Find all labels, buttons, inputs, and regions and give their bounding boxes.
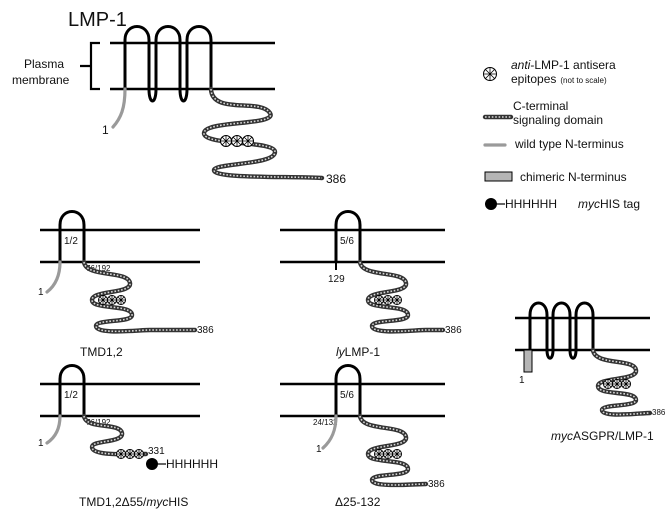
- legend-cterm-line2: signaling domain: [513, 113, 603, 127]
- construct-name: TMD1,2: [80, 345, 123, 359]
- construct-d25-132: 5/6 24/132 1 386 Δ25-132: [280, 364, 445, 509]
- wt-n-terminus: [111, 87, 127, 129]
- construct-name: Δ25-132: [335, 495, 381, 509]
- end-label: 386: [652, 408, 666, 417]
- chimeric-nterm-legend-icon: [484, 171, 513, 182]
- construct-tmd12-d55-mychis: 1/2 1 76/192 331 HHHHHH TMD1,2Δ55/mycHIS: [38, 364, 218, 509]
- six-transmembrane-domains: [123, 25, 213, 103]
- main-title: LMP-1: [68, 9, 127, 31]
- end-label: 386: [445, 325, 462, 336]
- epitope-cluster: [374, 449, 402, 459]
- construct-mycasgpr-lmp1: 1 386 mycASGPR/LMP-1: [515, 301, 666, 443]
- legend-cterm-line1: C-terminal: [513, 99, 568, 113]
- epitope-cluster: [116, 449, 144, 459]
- start-label: 1: [38, 287, 44, 298]
- c-terminal-domain: [357, 413, 429, 488]
- wt-n-terminus: [45, 260, 62, 294]
- full-length-lmp1: LMP-1 Plasma membrane 1 386: [12, 9, 346, 186]
- legend-epitopes-line1: anti-LMP-1 antisera: [511, 58, 616, 72]
- end-label: 386: [428, 479, 445, 490]
- transmembrane-loop: [334, 210, 362, 262]
- six-transmembrane-domains: [528, 301, 595, 360]
- legend: anti-LMP-1 antisera epitopes(not to scal…: [482, 58, 640, 211]
- construct-tmd12: 1/2 1 76/192 386 TMD1,2: [38, 210, 214, 359]
- construct-name: TMD1,2Δ55/mycHIS: [79, 495, 188, 509]
- start-label: 1: [316, 444, 322, 455]
- full-end-label: 386: [326, 172, 346, 186]
- his-tag-bead: [146, 458, 158, 470]
- his-tag-legend-icon: [485, 198, 497, 210]
- legend-wt-nterm: wild type N-terminus: [514, 137, 624, 151]
- legend-chimeric-nterm: chimeric N-terminus: [520, 170, 627, 184]
- wt-n-terminus: [45, 414, 62, 445]
- c-terminal-domain: [81, 413, 149, 457]
- start-label: 1: [519, 375, 525, 386]
- construct-name: mycASGPR/LMP-1: [551, 429, 654, 443]
- his-tag-seq: HHHHHH: [166, 457, 218, 471]
- plasma-membrane-label-line1: Plasma: [24, 57, 64, 71]
- end-label: 386: [197, 325, 214, 336]
- loop-label: 5/6: [340, 236, 354, 247]
- transmembrane-loop: [58, 210, 86, 262]
- epitope-legend-icon: [483, 67, 497, 81]
- junction-label: 76/192: [86, 418, 111, 427]
- start-label: 1: [38, 438, 44, 449]
- transmembrane-loop: [58, 364, 86, 416]
- legend-his-seq: HHHHHH: [505, 197, 557, 211]
- c-terminal-domain: [590, 347, 653, 417]
- c-terminal-domain: [81, 259, 198, 334]
- legend-epitopes-line2: epitopes(not to scale): [511, 72, 607, 86]
- loop-label: 1/2: [64, 236, 78, 247]
- epitope-cluster: [374, 295, 402, 305]
- loop-label: 1/2: [64, 390, 78, 401]
- junction-label: 129: [328, 274, 345, 285]
- junction-label: 24/132: [313, 418, 338, 427]
- junction-label: 76/192: [86, 264, 111, 273]
- chimeric-n-terminus: [523, 349, 533, 373]
- loop-label: 5/6: [340, 390, 354, 401]
- construct-lylmp1: 5/6 129 386 lyLMP-1: [280, 210, 462, 359]
- epitope-cluster: [603, 379, 631, 389]
- construct-name: lyLMP-1: [336, 345, 380, 359]
- membrane-bracket: [80, 41, 100, 91]
- legend-tag-label: mycHIS tag: [578, 197, 640, 211]
- transmembrane-loop: [334, 364, 362, 416]
- end-label: 331: [148, 446, 165, 457]
- full-start-label: 1: [102, 123, 109, 137]
- epitope-cluster: [98, 295, 126, 305]
- c-terminal-domain: [201, 86, 325, 181]
- plasma-membrane-label-line2: membrane: [12, 73, 70, 87]
- epitope-cluster: [220, 135, 254, 147]
- c-terminal-domain: [357, 259, 446, 334]
- wt-n-terminus: [321, 414, 338, 450]
